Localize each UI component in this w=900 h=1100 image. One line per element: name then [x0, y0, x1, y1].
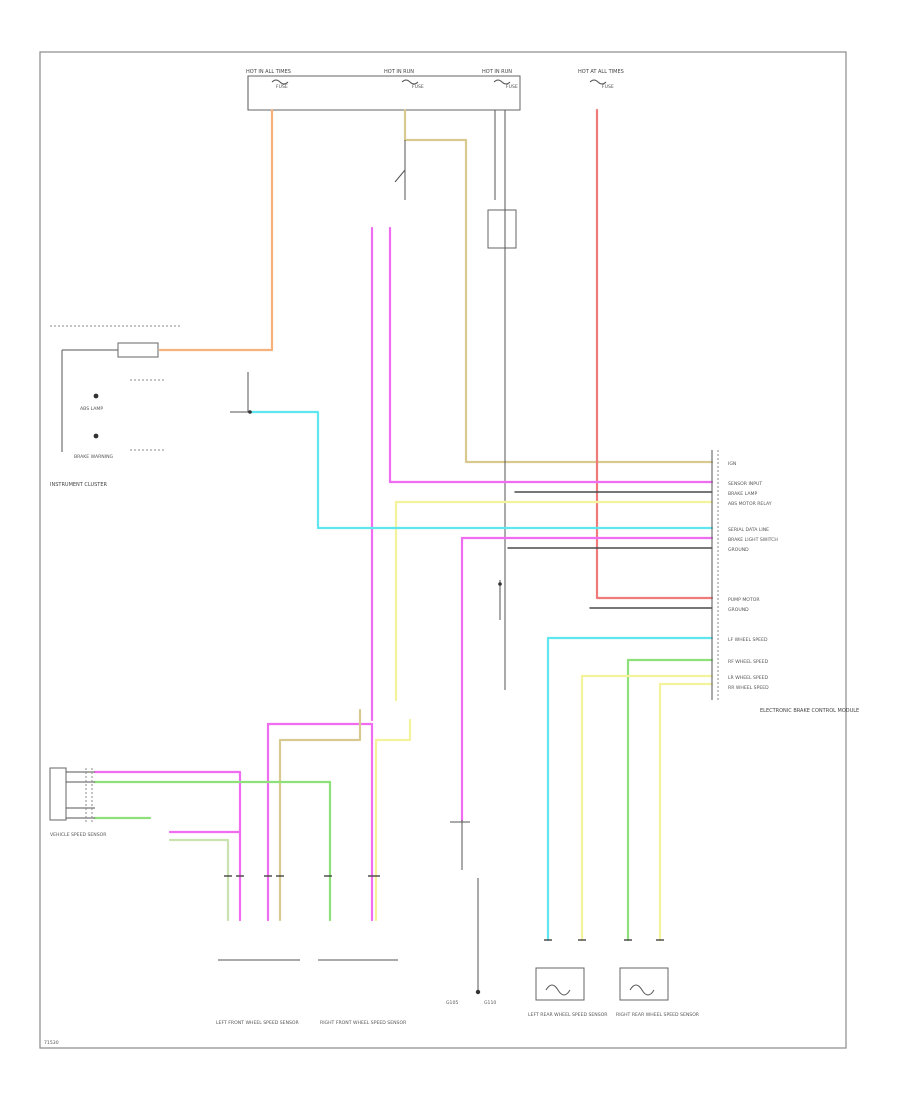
- pin-label-13: RR WHEEL SPEED: [728, 685, 769, 691]
- cluster-name: INSTRUMENT CLUSTER: [50, 482, 108, 488]
- splice-block: [230, 372, 252, 414]
- pin-label-9: GROUND: [728, 607, 749, 613]
- diagram-frame: [39, 51, 847, 1049]
- module-pin-labels: IGN SENSOR INPUT BRAKE LAMP ABS MOTOR RE…: [728, 461, 778, 691]
- center-switch: [450, 580, 502, 995]
- ground-label-2: G110: [484, 1000, 496, 1006]
- wire-tan-feed: [403, 108, 714, 464]
- fuse-block: HOT IN ALL TIMES HOT IN RUN HOT IN RUN H…: [246, 69, 624, 111]
- instrument-cluster: ABS LAMP BRAKE WARNING INSTRUMENT CLUSTE…: [50, 325, 182, 488]
- fuse-label-2: FUSE: [412, 84, 424, 90]
- fuse-top-label-1: HOT IN ALL TIMES: [246, 69, 291, 75]
- sensor-label-3: LEFT REAR WHEEL SPEED SENSOR: [528, 1012, 608, 1018]
- fuse-top-label-3: HOT IN RUN: [482, 69, 512, 75]
- sensor-label-2: RIGHT FRONT WHEEL SPEED SENSOR: [320, 1020, 407, 1026]
- wire-orange-feed: [158, 108, 274, 352]
- pin-label-7: GROUND: [728, 547, 749, 553]
- vss-name: VEHICLE SPEED SENSOR: [50, 832, 107, 838]
- wire-pink-1: [388, 226, 714, 484]
- wire-cyan-serial: [248, 410, 714, 530]
- pin-label-2: SENSOR INPUT: [728, 481, 762, 487]
- fuse-top-label-4: HOT AT ALL TIMES: [578, 69, 624, 75]
- fuse-label-4: FUSE: [602, 84, 614, 90]
- pin-label-8: PUMP MOTOR: [728, 597, 760, 603]
- pin-label-11: RF WHEEL SPEED: [728, 659, 769, 665]
- pin-label-12: LR WHEEL SPEED: [728, 675, 769, 681]
- footer-code: 71530: [44, 1040, 59, 1046]
- module-name: ELECTRONIC BRAKE CONTROL MODULE: [760, 708, 859, 714]
- cluster-sub-2: BRAKE WARNING: [74, 454, 114, 460]
- pin-label-3: BRAKE LAMP: [728, 491, 757, 497]
- sensor-label-4: RIGHT REAR WHEEL SPEED SENSOR: [616, 1012, 700, 1018]
- vss-connector: VEHICLE SPEED SENSOR: [49, 767, 107, 838]
- relay-box: [487, 209, 517, 249]
- bottom-connector-ticks: [218, 875, 664, 961]
- ground-label-1: G105: [446, 1000, 458, 1006]
- cluster-sub-1: ABS LAMP: [80, 406, 103, 412]
- wheel-sensor-lr: [535, 967, 585, 1001]
- wire-red-feed: [595, 108, 714, 600]
- module-connector: [711, 450, 719, 700]
- fuse-label-3: FUSE: [506, 84, 518, 90]
- pin-label-1: IGN: [728, 461, 736, 467]
- fuse-top-label-2: HOT IN RUN: [384, 69, 414, 75]
- fuse-label-1: FUSE: [276, 84, 288, 90]
- pin-label-6: BRAKE LIGHT SWITCH: [728, 537, 778, 543]
- pin-label-5: SERIAL DATA LINE: [728, 527, 769, 533]
- wheel-sensor-rr: [619, 967, 669, 1001]
- pin-label-10: LF WHEEL SPEED: [728, 637, 768, 643]
- sensor-label-1: LEFT FRONT WHEEL SPEED SENSOR: [216, 1020, 300, 1026]
- pin-label-4: ABS MOTOR RELAY: [728, 501, 772, 507]
